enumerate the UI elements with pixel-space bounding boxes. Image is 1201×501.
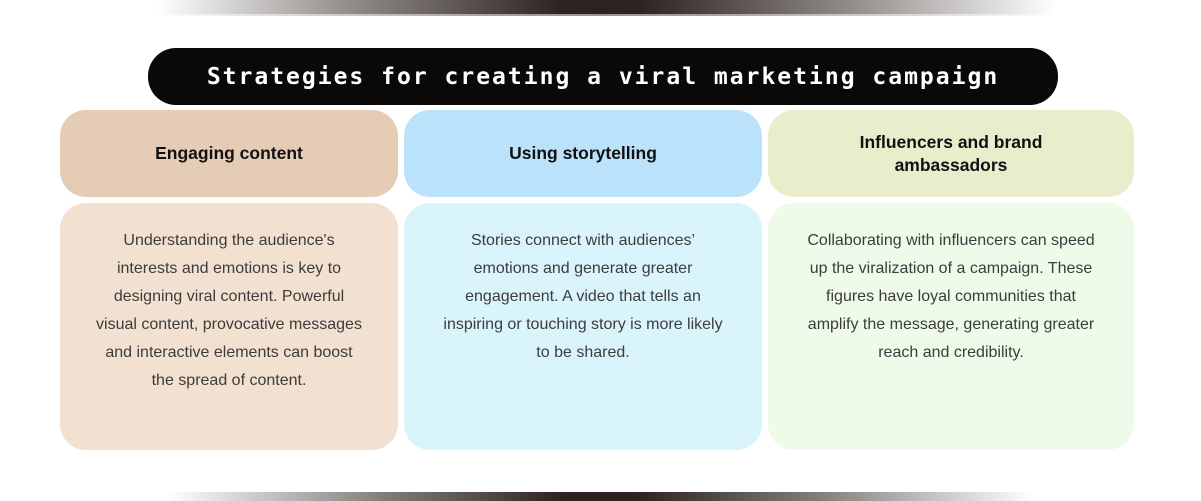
card-header-using-storytelling: Using storytelling [404, 110, 762, 197]
card-body-using-storytelling: Stories connect with audiences’ emotions… [404, 203, 762, 450]
strategy-card-influencers: Influencers and brand ambassadors Collab… [768, 110, 1134, 450]
card-header-label: Using storytelling [509, 143, 657, 163]
bottom-gradient-bar [0, 491, 1201, 501]
strategy-card-using-storytelling: Using storytelling Stories connect with … [404, 110, 762, 450]
card-header-influencers: Influencers and brand ambassadors [768, 110, 1134, 197]
title-banner: Strategies for creating a viral marketin… [148, 48, 1058, 105]
strategy-columns: Engaging content Understanding the audie… [60, 110, 1134, 450]
card-header-label: Engaging content [155, 143, 303, 163]
page-title: Strategies for creating a viral marketin… [206, 63, 1000, 90]
card-body-influencers: Collaborating with influencers can speed… [768, 203, 1134, 450]
card-header-label: Influencers and brand ambassadors [859, 131, 1043, 175]
card-header-engaging-content: Engaging content [60, 110, 398, 197]
top-gradient-bar [0, 0, 1201, 16]
card-body-engaging-content: Understanding the audience's interests a… [60, 203, 398, 450]
strategy-card-engaging-content: Engaging content Understanding the audie… [60, 110, 398, 450]
